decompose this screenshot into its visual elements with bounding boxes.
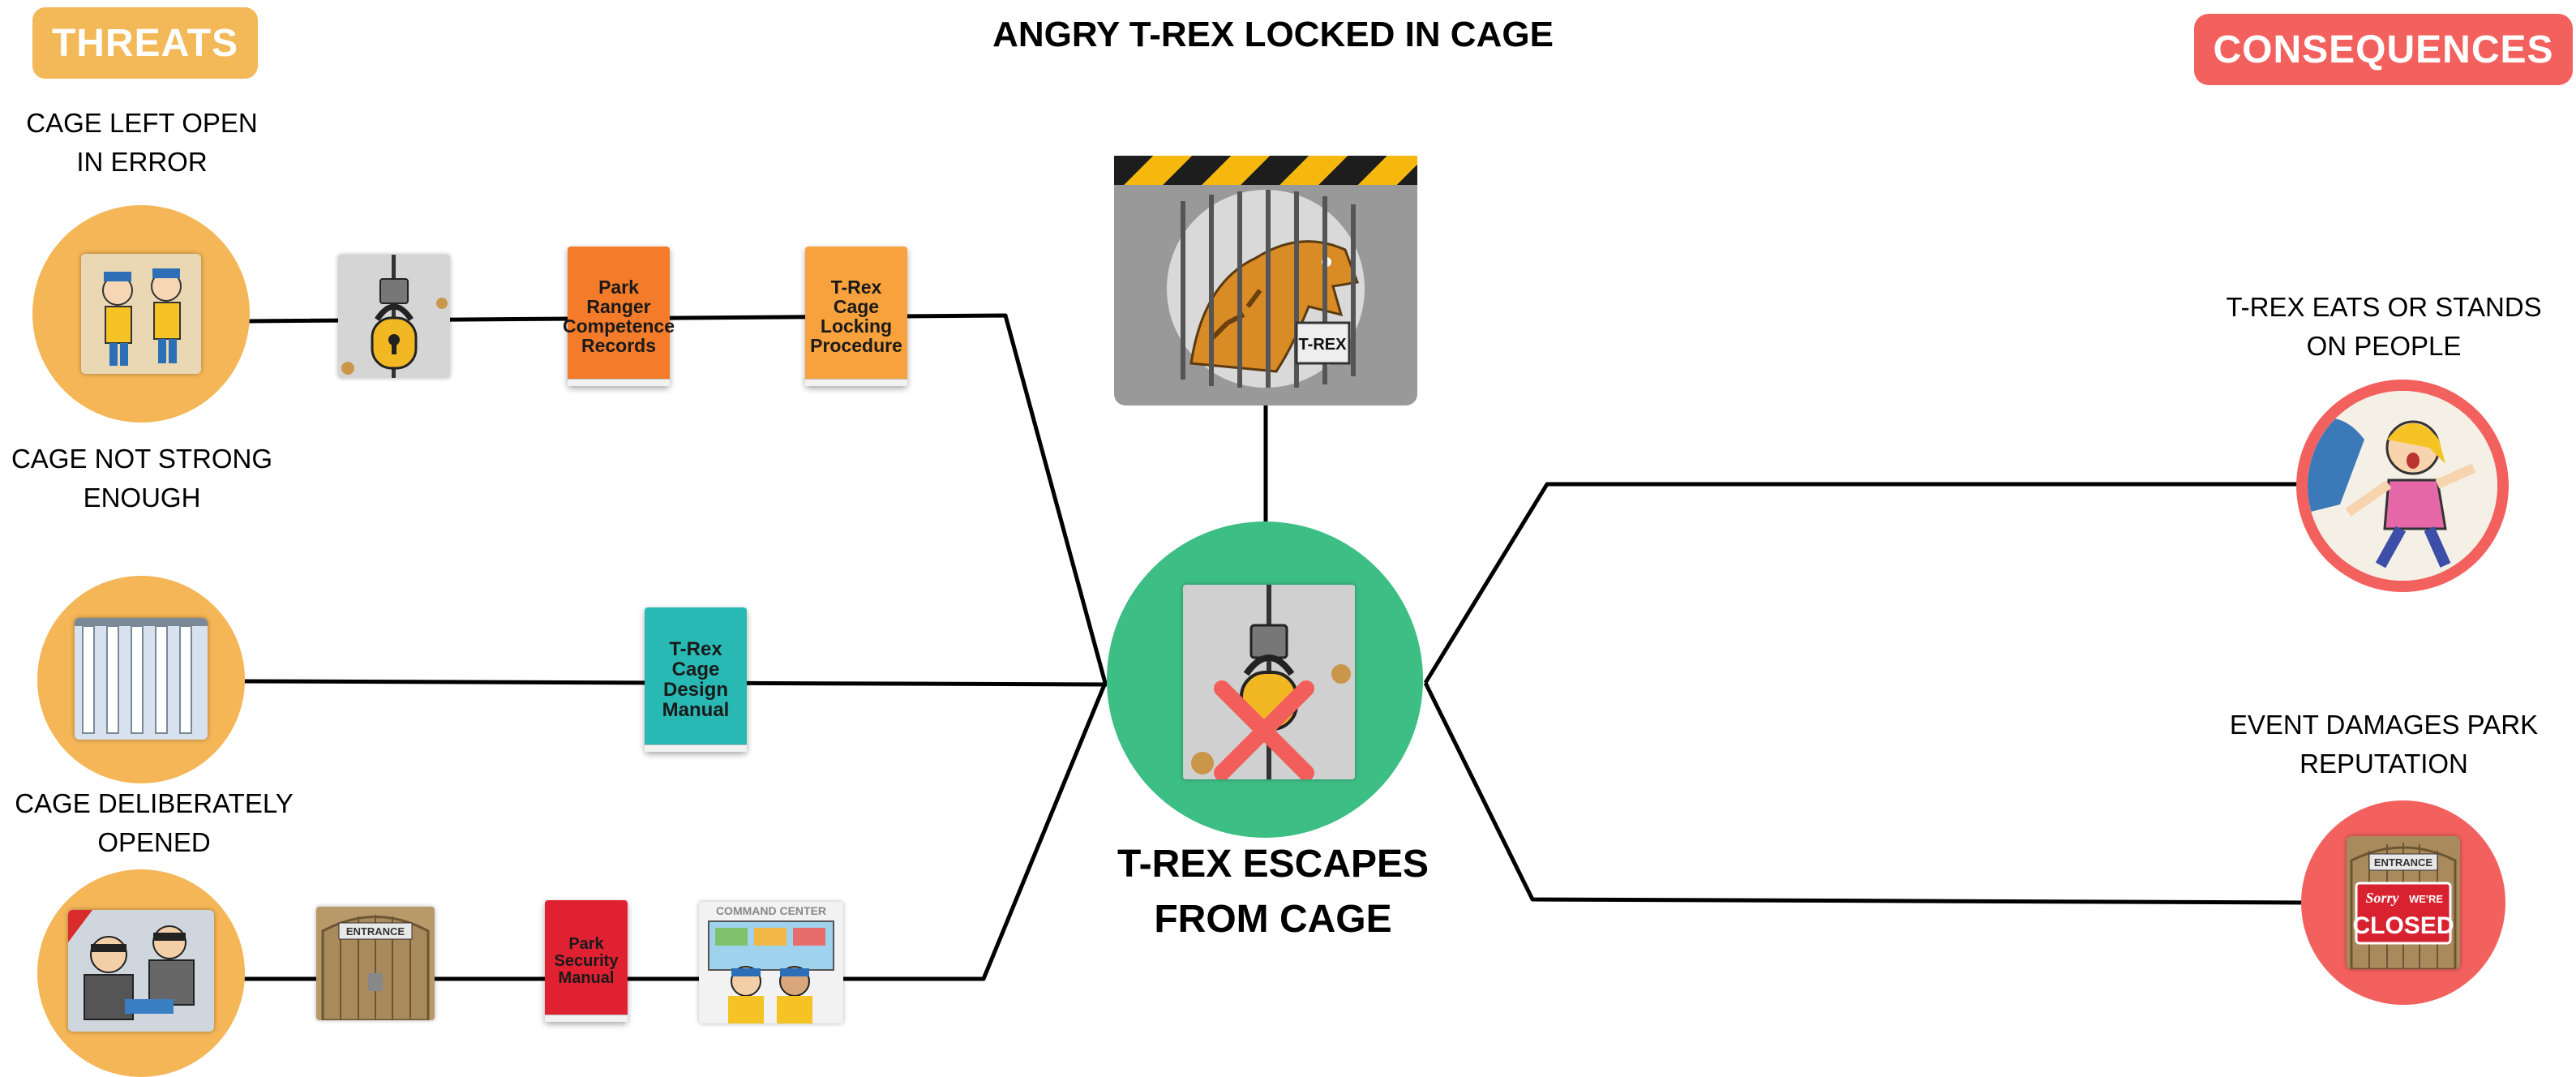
- locking-procedure-barrier[interactable]: T-Rex Cage Locking Procedure: [805, 247, 907, 386]
- design-manual-barrier[interactable]: T-Rex Cage Design Manual: [645, 607, 747, 752]
- consequence-1-node[interactable]: [2296, 380, 2509, 592]
- consequence-2-path: [1425, 683, 2307, 903]
- threats-header: THREATS: [32, 7, 258, 79]
- top-event-circle[interactable]: [1107, 521, 1423, 838]
- closed-were-text: WE'RE: [2409, 893, 2443, 905]
- frightened-person-icon: [2308, 391, 2497, 581]
- consequences-header: CONSEQUENCES: [2194, 14, 2573, 85]
- intruders-icon: [68, 910, 214, 1032]
- closed-gate-icon: ENTRANCE Sorry WE'RE CLOSED: [2347, 836, 2460, 969]
- hazard-title: ANGRY T-REX LOCKED IN CAGE: [892, 15, 1654, 55]
- command-center-barrier[interactable]: COMMAND CENTER: [699, 902, 843, 1023]
- consequence-2-node[interactable]: ENTRANCE Sorry WE'RE CLOSED: [2301, 800, 2505, 1005]
- security-manual-barrier[interactable]: Park Security Manual: [545, 900, 628, 1022]
- hazard-stripe: [1114, 156, 1417, 185]
- cage-bars-icon: [75, 618, 208, 740]
- consequence-1-path: [1425, 484, 2299, 683]
- padlock-barrier[interactable]: [338, 255, 450, 378]
- command-center-text: COMMAND CENTER: [716, 904, 826, 917]
- threat-2-node[interactable]: [37, 576, 245, 783]
- broken-lock-icon: [1183, 585, 1355, 779]
- entrance-sign-text: ENTRANCE: [346, 925, 405, 938]
- cage-sign-text: T-REX: [1299, 336, 1348, 354]
- closed-sorry-text: Sorry: [2365, 890, 2399, 906]
- hazard-image-panel: T-REX: [1114, 185, 1417, 405]
- threat-1-node[interactable]: [32, 205, 250, 423]
- rangers-icon: [81, 254, 201, 374]
- threat-3-node[interactable]: [37, 869, 245, 1077]
- top-event-label: T-REX ESCAPES FROM CAGE: [1030, 837, 1516, 947]
- ranger-records-barrier[interactable]: Park Ranger Competence Records: [568, 247, 670, 386]
- closed-closed-text: CLOSED: [2352, 912, 2454, 939]
- caged-trex-icon: T-REX: [1114, 185, 1417, 405]
- entrance-gate-barrier[interactable]: ENTRANCE: [316, 907, 435, 1020]
- closed-entrance-text: ENTRANCE: [2374, 856, 2433, 869]
